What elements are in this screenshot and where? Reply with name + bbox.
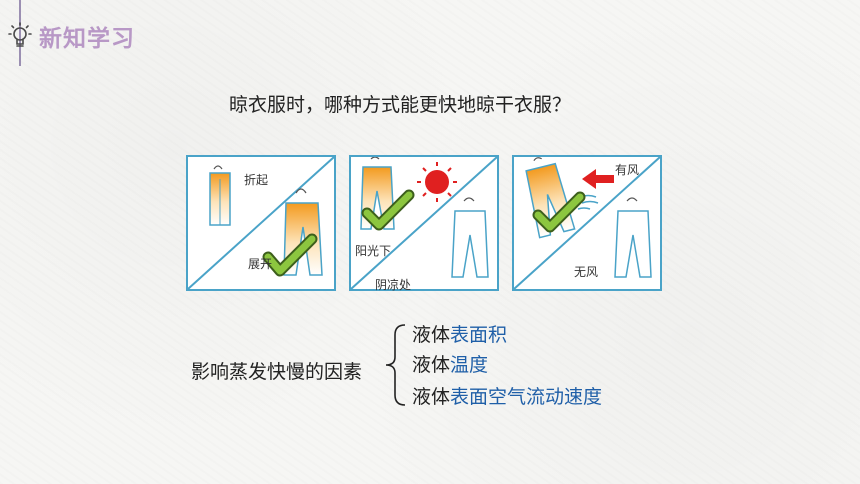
factor-prefix: 液体 — [412, 324, 451, 346]
label-sunlight: 阳光下 — [355, 244, 392, 258]
section-title: 新知学习 — [39, 26, 135, 52]
sun-icon — [417, 162, 457, 202]
panel-3-illustration — [514, 157, 660, 289]
question-text: 晾衣服时，哪种方式能更快地晾干衣服？ — [229, 94, 572, 116]
lightbulb-icon — [8, 22, 32, 47]
label-spread: 展开 — [248, 257, 273, 271]
factor-item: 液体表面积 — [412, 320, 507, 347]
factor-prefix: 液体 — [412, 354, 451, 376]
panel-sun-vs-shade: 阳光下 阴凉处 — [349, 155, 499, 292]
label-shade: 阴凉处 — [375, 278, 412, 292]
label-no-wind: 无风 — [574, 265, 599, 279]
label-windy: 有风 — [615, 163, 640, 177]
factor-highlight: 表面积 — [450, 324, 508, 346]
panel-wind-vs-nowind: 有风 无风 — [512, 155, 662, 291]
factor-prefix: 液体 — [412, 386, 451, 408]
wind-arrow-icon — [582, 169, 614, 189]
factor-item: 液体表面空气流动速度 — [412, 382, 602, 409]
panel-folded-vs-spread: 折起 展开 — [186, 155, 336, 291]
factors-label: 影响蒸发快慢的因素 — [191, 361, 363, 383]
factor-highlight: 表面空气流动速度 — [450, 386, 603, 408]
panel-1-illustration — [188, 157, 334, 289]
factor-item: 液体温度 — [412, 350, 488, 377]
header-divider-line — [19, 0, 21, 66]
factor-highlight: 温度 — [450, 354, 489, 376]
label-folded: 折起 — [244, 173, 269, 187]
panel-2-illustration — [351, 157, 497, 289]
curly-brace — [385, 324, 406, 406]
